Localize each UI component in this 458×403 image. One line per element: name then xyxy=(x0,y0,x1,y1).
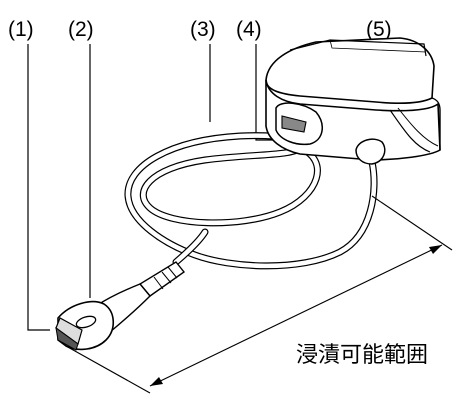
cable xyxy=(124,132,378,270)
dimension-line xyxy=(149,244,443,387)
callout-label-4: (4) xyxy=(236,18,262,41)
immersion-range-caption: 浸漬可能範囲 xyxy=(296,343,428,368)
arrowhead-upper xyxy=(429,245,442,254)
callout-label-1: (1) xyxy=(8,18,34,41)
extension-line-upper xyxy=(371,195,453,251)
immersion-range-dimension xyxy=(65,195,453,394)
leader-line-1 xyxy=(27,44,50,331)
arrowhead-lower xyxy=(150,377,163,386)
callout-label-3: (3) xyxy=(190,18,216,41)
cable-outlet xyxy=(355,138,386,165)
probe-head xyxy=(55,300,115,351)
callout-label-5: (5) xyxy=(366,18,392,41)
callout-label-2: (2) xyxy=(68,18,94,41)
connector-box xyxy=(265,37,441,165)
latch-lever xyxy=(281,115,307,133)
probe-head-indicator xyxy=(75,315,97,329)
extension-line-lower xyxy=(65,345,151,394)
